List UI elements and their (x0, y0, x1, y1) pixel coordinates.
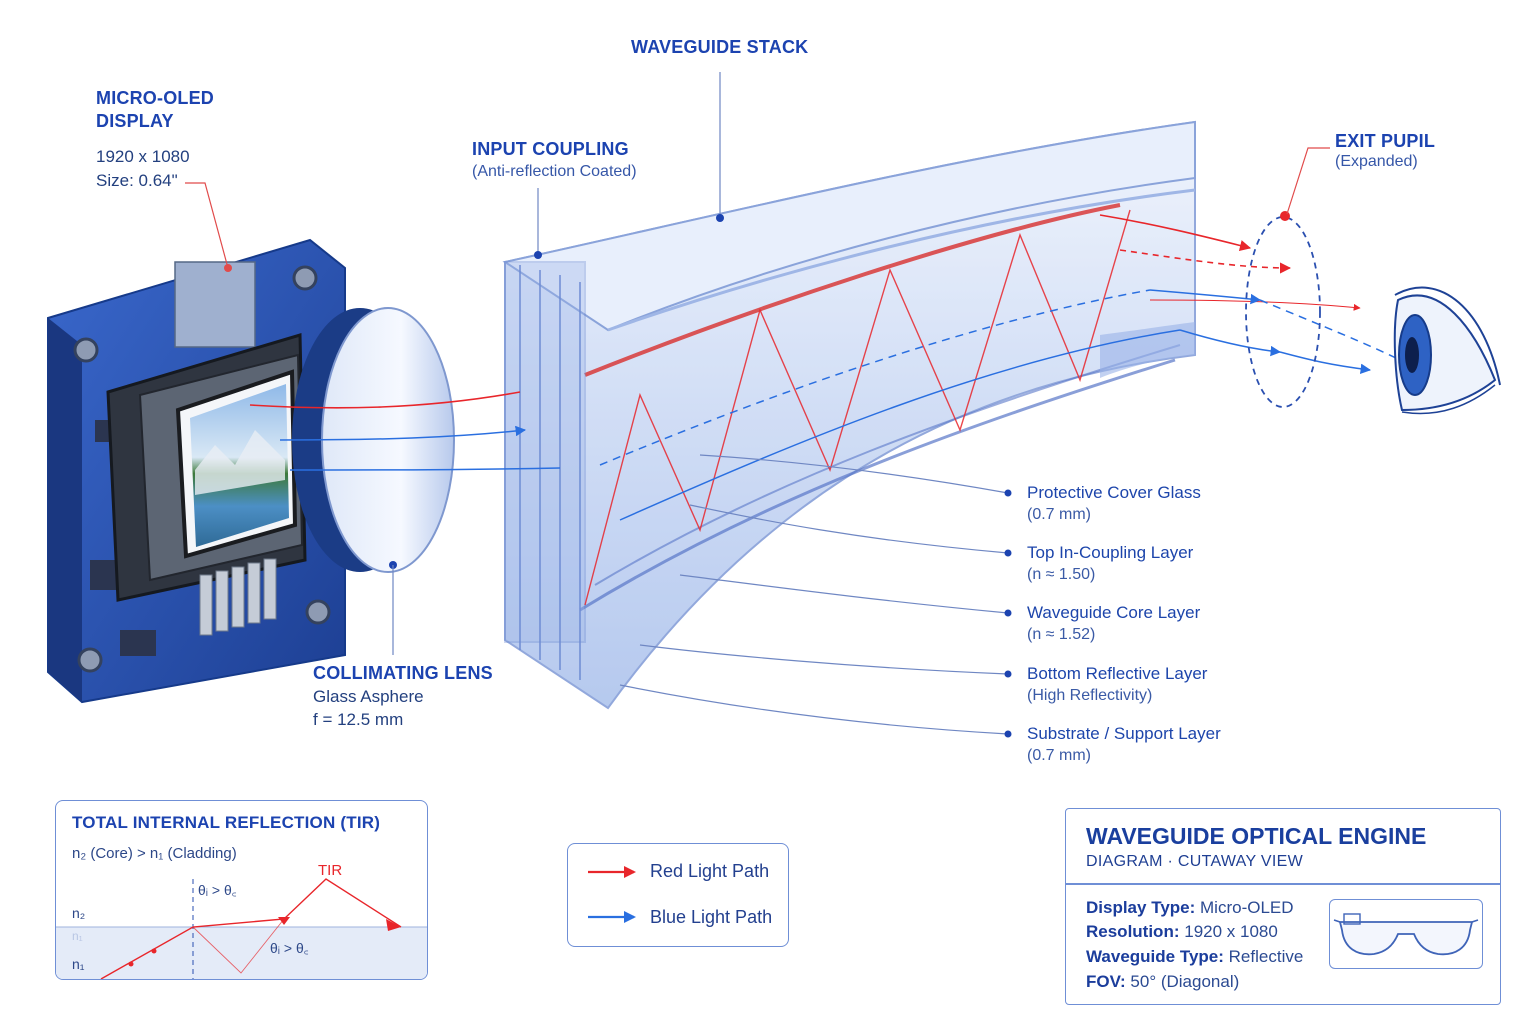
spec-waveguide-type: Waveguide Type: Reflective (1086, 947, 1304, 966)
legend-swatches (588, 866, 636, 923)
collimating-lens-label: COLLIMATING LENS (313, 663, 493, 683)
layer-substrate-detail: (0.7 mm) (1027, 747, 1091, 764)
layer-substrate: Substrate / Support Layer (1027, 724, 1221, 743)
layer-cover-glass-detail: (0.7 mm) (1027, 506, 1091, 523)
oled-resolution: 1920 x 1080 (96, 147, 190, 166)
layer-in-coupling: Top In-Coupling Layer (1027, 543, 1194, 562)
spec-resolution: Resolution: 1920 x 1080 (1086, 922, 1278, 941)
leader-lines (185, 72, 1330, 738)
cladding-region (56, 927, 427, 979)
exit-pupil-label: EXIT PUPIL (1335, 131, 1436, 151)
exit-pupil-ellipse (1245, 216, 1321, 408)
micro-oled-label-line1: MICRO-OLED (96, 88, 214, 108)
tir-title: TOTAL INTERNAL REFLECTION (TIR) (72, 813, 381, 832)
glasses-thumbnail (1329, 899, 1483, 969)
legend-box: Red Light Path Blue Light Path (567, 843, 789, 947)
engine-divider (1066, 883, 1500, 885)
spec-display-type: Display Type: Micro-OLED (1086, 898, 1294, 917)
tir-condition: n₂ (Core) > n₁ (Cladding) (72, 845, 237, 862)
layer-in-coupling-detail: (n ≈ 1.50) (1027, 566, 1096, 583)
input-coupling-label: INPUT COUPLING (472, 139, 629, 159)
layer-bottom-reflective-detail: (High Reflectivity) (1027, 687, 1153, 704)
tir-inset-panel: TOTAL INTERNAL REFLECTION (TIR) n₂ (Core… (55, 800, 428, 980)
legend-red-label: Red Light Path (650, 861, 770, 881)
layer-core-detail: (n ≈ 1.52) (1027, 626, 1096, 643)
engine-info-panel: WAVEGUIDE OPTICAL ENGINE DIAGRAM · CUTAW… (1065, 808, 1501, 1005)
tir-n2: n₂ (72, 905, 86, 921)
exit-pupil-sub: (Expanded) (1335, 153, 1418, 170)
waveguide-stack (502, 120, 1196, 710)
input-coupling-sub: (Anti-reflection Coated) (472, 163, 637, 180)
tir-n1: n₁ (72, 956, 85, 972)
layer-bottom-reflective: Bottom Reflective Layer (1027, 664, 1208, 683)
tir-label: TIR (318, 862, 343, 879)
tir-diagram (56, 878, 427, 979)
tir-angle-top: θᵢ > θ꜀ (198, 882, 237, 898)
engine-subtitle: DIAGRAM · CUTAWAY VIEW (1086, 853, 1303, 870)
spec-fov: FOV: 50° (Diagonal) (1086, 972, 1240, 991)
waveguide-stack-label: WAVEGUIDE STACK (631, 37, 809, 57)
legend-blue-label: Blue Light Path (650, 907, 773, 927)
tir-n1-faint: n₁ (72, 929, 83, 943)
engine-title: WAVEGUIDE OPTICAL ENGINE (1086, 823, 1427, 849)
micro-oled-display-board (47, 238, 346, 704)
blue-light-rays (279, 289, 1401, 521)
micro-oled-label-line2: DISPLAY (96, 111, 174, 131)
layer-cover-glass: Protective Cover Glass (1027, 483, 1201, 502)
layer-core: Waveguide Core Layer (1027, 603, 1201, 622)
tir-angle-bottom: θᵢ > θ꜀ (270, 940, 309, 956)
eye-icon (1393, 286, 1501, 415)
red-tir-zigzag (584, 209, 1131, 606)
lens-focal-length: f = 12.5 mm (313, 710, 404, 729)
exit-pupil-marker (1280, 211, 1290, 221)
oled-size: Size: 0.64" (96, 171, 178, 190)
ar-glasses-icon (1333, 913, 1479, 956)
lens-type: Glass Asphere (313, 687, 424, 706)
